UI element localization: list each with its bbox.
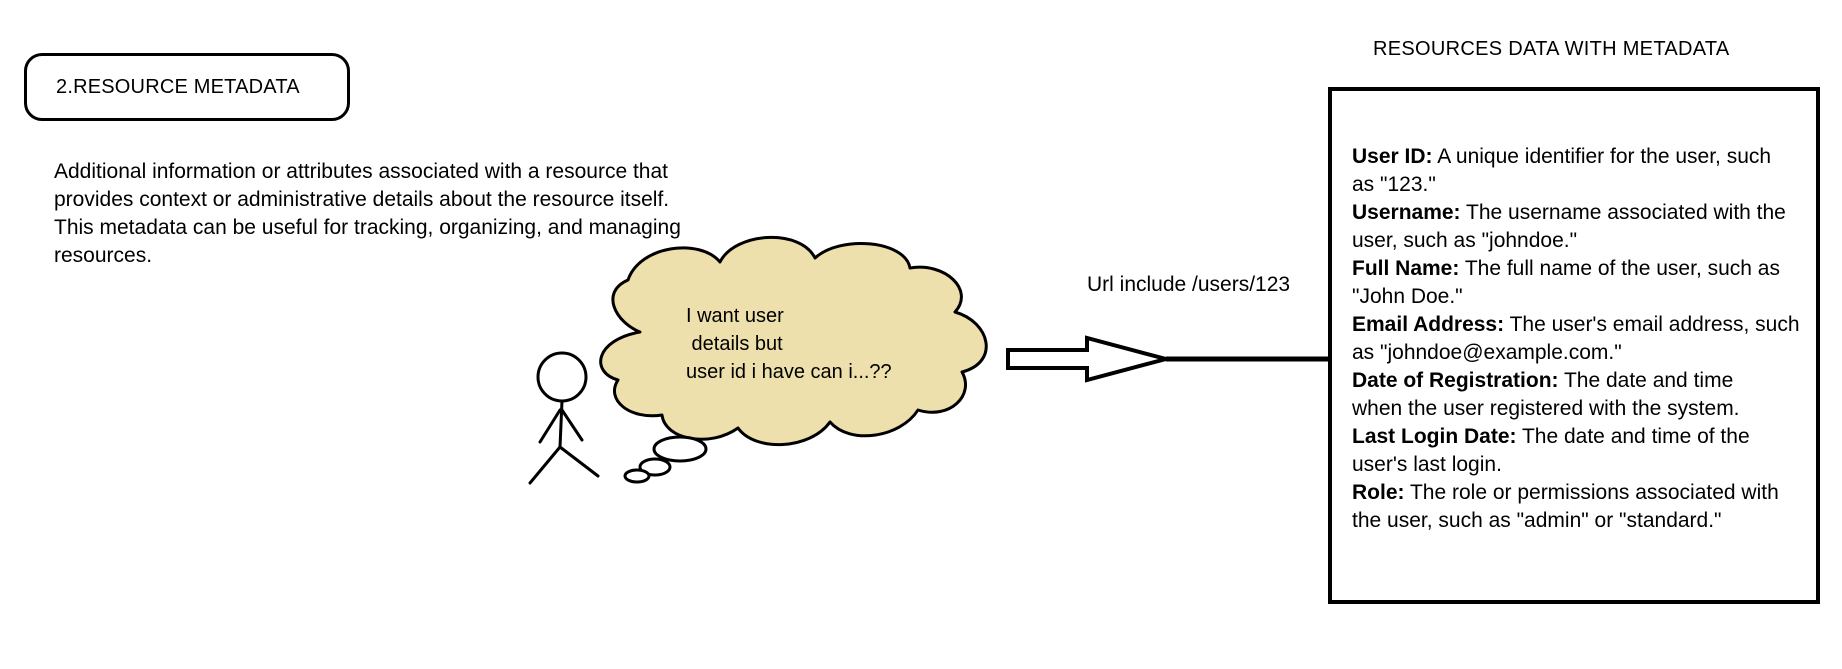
thought-cloud-icon: [599, 236, 988, 484]
arrow-label: Url include /users/123: [1087, 273, 1291, 296]
field-label: Email Address:: [1352, 313, 1505, 336]
thought-line: user id i have can i...??: [686, 361, 892, 383]
field-username: Username: The username associated with t…: [1352, 199, 1798, 255]
field-user-id: User ID: A unique identifier for the use…: [1352, 143, 1798, 199]
field-date-of-registration: Date of Registration: The date and time …: [1352, 367, 1798, 423]
person-icon: [528, 351, 600, 485]
section-title-box: 2.RESOURCE METADATA: [24, 53, 350, 121]
field-text: The full name of the user, such as: [1459, 257, 1780, 280]
field-label: Role:: [1352, 481, 1405, 504]
field-full-name: Full Name: The full name of the user, su…: [1352, 255, 1798, 311]
description-line: Additional information or attributes ass…: [54, 160, 668, 183]
metadata-panel: User ID: A unique identifier for the use…: [1328, 87, 1820, 604]
request-arrow-icon: [1006, 335, 1330, 383]
field-last-login-date: Last Login Date: The date and time of th…: [1352, 423, 1798, 479]
field-text: "John Doe.": [1352, 285, 1463, 308]
field-text: The user's email address, such: [1504, 313, 1800, 336]
field-text: when the user registered with the system…: [1352, 397, 1740, 420]
field-text: the user, such as "admin" or "standard.": [1352, 509, 1722, 532]
field-label: User ID:: [1352, 145, 1433, 168]
field-text: as "123.": [1352, 173, 1436, 196]
thought-line: details but: [686, 333, 783, 355]
field-text: The role or permissions associated with: [1404, 481, 1779, 504]
field-label: Full Name:: [1352, 257, 1460, 280]
field-text: user, such as "johndoe.": [1352, 229, 1578, 252]
field-text: as "johndoe@example.com.": [1352, 341, 1622, 364]
field-text: The username associated with the: [1460, 201, 1786, 224]
field-label: Date of Registration:: [1352, 369, 1559, 392]
field-text: user's last login.: [1352, 453, 1502, 476]
thought-text: I want user details but user id i have c…: [686, 302, 892, 386]
field-role: Role: The role or permissions associated…: [1352, 479, 1798, 535]
description-line: resources.: [54, 244, 153, 267]
description-line: This metadata can be useful for tracking…: [54, 216, 681, 239]
panel-title: RESOURCES DATA WITH METADATA: [1373, 38, 1730, 60]
section-title: 2.RESOURCE METADATA: [56, 75, 300, 98]
field-label: Last Login Date:: [1352, 425, 1517, 448]
description-paragraph: Additional information or attributes ass…: [54, 158, 774, 270]
field-text: The date and time: [1558, 369, 1734, 392]
thought-line: I want user: [686, 305, 784, 327]
field-email-address: Email Address: The user's email address,…: [1352, 311, 1800, 367]
field-label: Username:: [1352, 201, 1461, 224]
field-text: The date and time of the: [1516, 425, 1750, 448]
field-text: A unique identifier for the user, such: [1432, 145, 1772, 168]
description-line: provides context or administrative detai…: [54, 188, 670, 211]
